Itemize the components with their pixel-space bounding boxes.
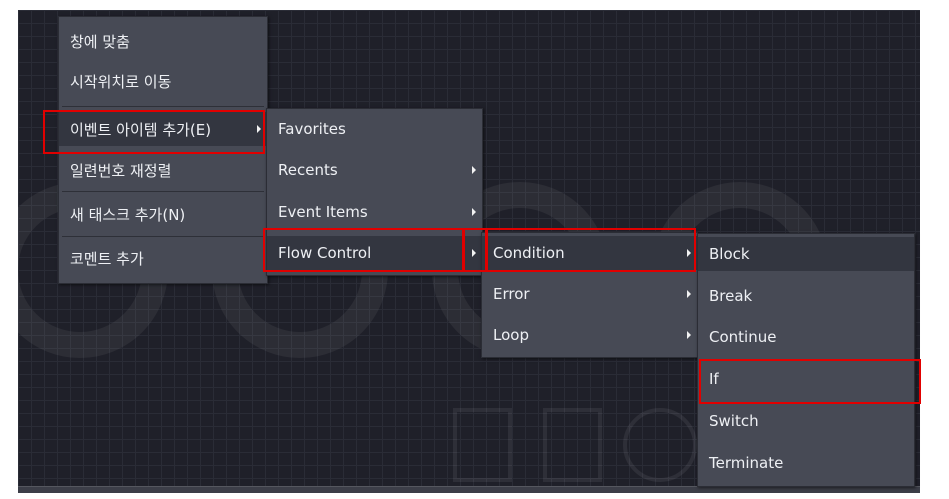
menu-item-break[interactable]: Break — [698, 279, 914, 313]
menu-item-recents[interactable]: Recents — [267, 153, 482, 187]
menu-item-error[interactable]: Error — [482, 277, 697, 311]
menu-item-label: Condition — [493, 244, 565, 262]
menu-item-go-to-start[interactable]: 시작위치로 이동 — [59, 64, 267, 98]
submenu-arrow-icon — [472, 249, 476, 257]
menu-item-switch[interactable]: Switch — [698, 404, 914, 438]
submenu-arrow-icon — [257, 125, 261, 133]
menu-item-fit-window[interactable]: 창에 맞춤 — [59, 24, 267, 58]
submenu-arrow-icon — [687, 331, 691, 339]
event-item-submenu: Favorites Recents Event Items Flow Contr… — [266, 108, 483, 276]
menu-item-label: Event Items — [278, 203, 368, 221]
menu-item-flow-control[interactable]: Flow Control — [267, 236, 482, 270]
menu-item-reorder-serial[interactable]: 일련번호 재정렬 — [59, 153, 267, 187]
menu-item-label: Break — [709, 287, 753, 305]
menu-item-label: Flow Control — [278, 244, 372, 262]
menu-item-label: Switch — [709, 412, 759, 430]
menu-item-label: Continue — [709, 328, 777, 346]
menu-item-terminate[interactable]: Terminate — [698, 446, 914, 480]
menu-item-label: 일련번호 재정렬 — [70, 161, 172, 180]
menu-item-add-comment[interactable]: 코멘트 추가 — [59, 241, 267, 275]
menu-item-continue[interactable]: Continue — [698, 320, 914, 354]
menu-item-loop[interactable]: Loop — [482, 318, 697, 352]
menu-item-label: 시작위치로 이동 — [70, 72, 172, 91]
menu-item-label: Block — [709, 245, 750, 263]
menu-item-event-items[interactable]: Event Items — [267, 195, 482, 229]
menu-item-label: 새 태스크 추가(N) — [70, 205, 186, 224]
menu-item-add-task[interactable]: 새 태스크 추가(N) — [59, 197, 267, 231]
submenu-arrow-icon — [472, 208, 476, 216]
submenu-arrow-icon — [687, 290, 691, 298]
menu-item-label: Loop — [493, 326, 529, 344]
canvas-scrollbar-track[interactable] — [18, 486, 920, 493]
menu-item-label: 이벤트 아이템 추가(E) — [70, 120, 212, 139]
menu-item-label: 창에 맞춤 — [70, 32, 130, 51]
menu-item-label: If — [709, 370, 719, 388]
menu-item-label: Recents — [278, 161, 338, 179]
submenu-arrow-icon — [472, 166, 476, 174]
condition-submenu: Block Break Continue If Switch Terminate — [697, 233, 915, 487]
menu-item-block[interactable]: Block — [698, 237, 914, 271]
menu-item-condition[interactable]: Condition — [482, 236, 697, 270]
menu-item-label: Error — [493, 285, 530, 303]
menu-separator — [62, 191, 264, 192]
flow-control-submenu: Condition Error Loop — [481, 232, 698, 358]
menu-item-if[interactable]: If — [698, 362, 914, 396]
menu-item-label: Terminate — [709, 454, 784, 472]
menu-separator — [62, 236, 264, 237]
menu-item-favorites[interactable]: Favorites — [267, 112, 482, 146]
menu-item-label: 코멘트 추가 — [70, 249, 144, 268]
menu-item-add-event-item[interactable]: 이벤트 아이템 추가(E) — [59, 112, 267, 146]
menu-item-label: Favorites — [278, 120, 346, 138]
menu-separator — [62, 106, 264, 107]
submenu-arrow-icon — [687, 249, 691, 257]
context-menu: 창에 맞춤 시작위치로 이동 이벤트 아이템 추가(E) 일련번호 재정렬 새 … — [58, 16, 268, 284]
